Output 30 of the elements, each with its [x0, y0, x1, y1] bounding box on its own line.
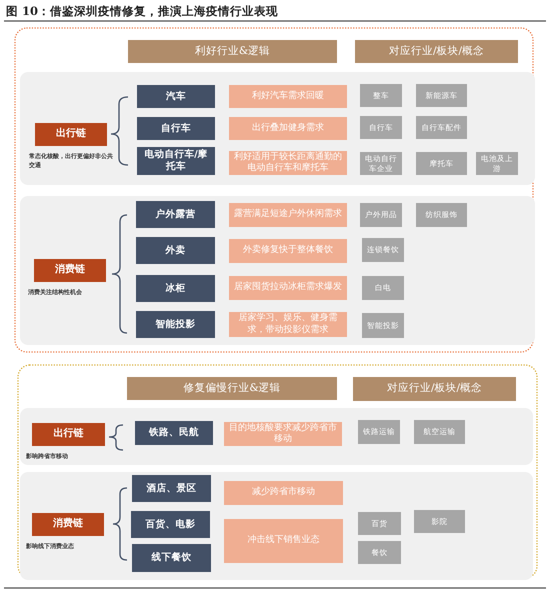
category-box: 户外露营	[136, 201, 215, 228]
logic-box: 目的地核酸要求减少跨省市移动	[224, 422, 342, 446]
category-box: 电动自行车/摩托车	[137, 147, 215, 175]
category-box: 外卖	[136, 237, 215, 264]
box-label: 出行链	[56, 128, 86, 141]
logic-box: 出行叠加健身需求	[229, 117, 347, 140]
logic-box: 冲击线下销售业态	[224, 519, 343, 563]
category-box: 铁路、民航	[135, 421, 213, 445]
logic-box: 利好汽车需求回暖	[229, 85, 347, 108]
header-box: 利好行业&逻辑	[128, 40, 337, 63]
box-label: 出行链	[54, 428, 84, 441]
category-box: 冰柜	[136, 275, 215, 302]
logic-box: 露营满足短途户外休闲需求	[229, 203, 347, 227]
header-box: 对应行业/板块/概念	[353, 377, 516, 401]
box-label: 消费链	[55, 264, 85, 277]
logic-box: 减少跨省市移动	[224, 481, 343, 505]
logic-box: 居家囤货拉动冰柜需求爆发	[229, 276, 347, 300]
logic-box: 居家学习、娱乐、健身需求，带动投影仪需求	[229, 312, 347, 337]
category-box: 智能投影	[136, 311, 215, 338]
logic-box: 利好适用于较长距离通勤的电动自行车和摩托车	[229, 151, 347, 175]
category-box: 酒店、景区	[132, 475, 211, 502]
box-label: 消费链	[53, 518, 83, 531]
header-box: 修复偏慢行业&逻辑	[127, 377, 337, 400]
category-box: 线下餐饮	[132, 544, 211, 572]
figure-title: 图 10：借鉴深圳疫情修复，推演上海疫情行业表现	[6, 4, 278, 19]
category-box: 汽车	[137, 85, 215, 108]
category-box: 自行车	[137, 117, 215, 140]
logic-box: 外卖修复快于整体餐饮	[229, 239, 347, 263]
header-box: 对应行业/板块/概念	[355, 40, 518, 63]
category-box: 百货、电影	[131, 511, 210, 538]
